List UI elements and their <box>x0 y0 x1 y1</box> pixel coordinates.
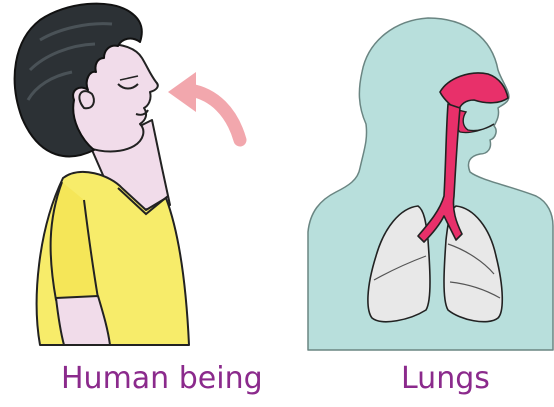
human-figure <box>15 4 189 345</box>
caption-human-being: Human being <box>61 364 263 394</box>
caption-lungs: Lungs <box>401 364 490 394</box>
ear <box>79 91 94 108</box>
curved-inhale-arrow-icon <box>168 72 240 140</box>
body-silhouette <box>308 18 553 350</box>
